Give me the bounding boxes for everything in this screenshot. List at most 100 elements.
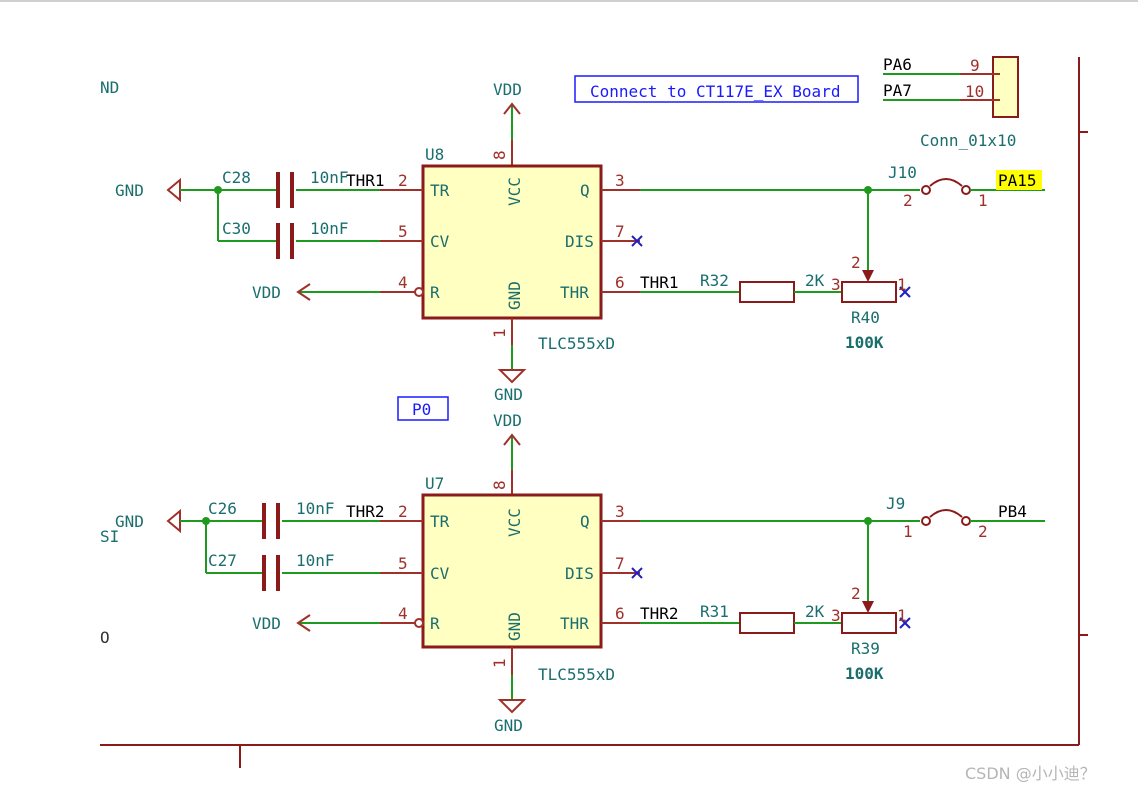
resistor-r31 [739,612,795,634]
pin-num-cv: 5 [398,554,408,573]
chip-pin-cv: CV [430,232,450,251]
net-thr-left: THR2 [346,502,385,521]
capacitor-c28 [276,172,294,208]
pin-num-tr: 2 [398,502,408,521]
res-value: 2K [805,602,825,621]
pin-num-dis: 7 [615,222,625,241]
pot-wiper-arrow-icon [862,270,874,282]
cap1-value: 10nF [296,499,335,518]
pin-num-r: 4 [398,604,408,623]
board-note-label: Connect to CT117E_EX Board [590,82,840,101]
p0-label: P0 [412,400,431,419]
cap2-ref: C30 [222,219,251,238]
no-connect-icon [899,286,911,298]
net-pa7: PA7 [883,81,912,100]
chip-pin-thr: THR [560,614,589,633]
gnd-left-symbol-icon [166,177,181,203]
partial-label-o: O [100,628,110,647]
chip-pin-dis: DIS [565,564,594,583]
p0-box [397,396,449,421]
jumper-j10[interactable] [921,178,971,195]
pin-num-gnd: 1 [490,658,509,668]
chip-pin-cv: CV [430,564,450,583]
pot-pin-1: 1 [897,275,907,294]
cap1-ref: C26 [208,499,237,518]
gnd-left-label: GND [115,181,144,200]
reset-inversion-icon [414,287,424,297]
net-thr-right: THR1 [640,273,679,292]
reset-inversion-icon [414,618,424,628]
chip-u7 [421,493,603,649]
chip-pin-q: Q [580,512,590,531]
sheet-frame [100,57,1088,768]
cap1-value: 10nF [310,168,349,187]
pin-num-r: 4 [398,273,408,292]
pin-num-vcc: 8 [490,480,509,490]
connector-j-conn [883,56,1019,118]
vdd-left-label: VDD [252,283,281,302]
chip-pin-r: R [430,614,440,633]
conn-pin-10: 10 [965,82,984,101]
pot-pin-2: 2 [851,584,861,603]
chip-value: TLC555xD [538,334,615,353]
jumper-j9[interactable] [921,509,971,526]
cap2-value: 10nF [310,219,349,238]
capacitor-c27 [262,555,280,591]
pin-num-gnd: 1 [490,328,509,338]
chip-pin-vcc: VCC [505,508,524,537]
pot-pin-2: 2 [851,253,861,272]
no-connect-icon [631,567,643,579]
pot-pin-1: 1 [897,606,907,625]
potentiometer-r39[interactable] [841,612,897,634]
res-ref: R32 [700,271,729,290]
pot-value: 100K [845,333,884,352]
gnd-symbol-icon [497,699,527,714]
pin-num-q: 3 [615,502,625,521]
net-pa15-highlight [996,170,1042,190]
chip-pin-thr: THR [560,283,589,302]
pin-num-vcc: 8 [490,150,509,160]
no-connect-icon [899,617,911,629]
cap1-ref: C28 [222,168,251,187]
net-thr-right: THR2 [640,604,679,623]
chip-pin-q: Q [580,181,590,200]
pot-pin-3: 3 [831,275,841,294]
conn-pin-9: 9 [970,56,980,75]
chip-ref: U8 [425,145,444,164]
vdd-left-arrow-icon [296,283,311,301]
vdd-label: VDD [493,80,522,99]
pot-ref: R39 [851,639,880,658]
chip-pin-vcc: VCC [505,177,524,206]
pot-ref: R40 [851,308,880,327]
jumper-ref: J10 [888,163,917,182]
vdd-arrow-icon [503,102,521,115]
pin-num-thr: 6 [615,604,625,623]
chip-pin-tr: TR [430,512,450,531]
capacitor-c26 [262,503,280,539]
connector-ref: Conn_01x10 [920,131,1016,150]
jumper-pin-2: 2 [903,191,913,210]
chip-pin-gnd: GND [505,281,524,310]
jumper-pin-1: 1 [978,191,988,210]
cap2-value: 10nF [296,551,335,570]
jumper-pin-2: 2 [978,522,988,541]
pin-num-thr: 6 [615,273,625,292]
net-pa15: PA15 [998,171,1037,190]
timer-circuit-u8: VDD 8 U8 TLC555xD VCC GND TR CV R Q DIS … [115,80,1045,404]
capacitor-c30 [276,223,294,259]
partial-label-nd: ND [100,78,119,97]
pot-pin-3: 3 [831,606,841,625]
potentiometer-r40[interactable] [841,281,897,303]
pin-num-tr: 2 [398,171,408,190]
res-value: 2K [805,271,825,290]
resistor-r32 [739,281,795,303]
gnd-label: GND [494,385,523,404]
pot-wiper-arrow-icon [862,601,874,613]
gnd-left-symbol-icon [166,508,181,534]
vdd-arrow-icon [503,433,521,446]
gnd-label: GND [494,716,523,735]
board-note-box [574,75,859,103]
net-thr-left: THR1 [346,171,385,190]
